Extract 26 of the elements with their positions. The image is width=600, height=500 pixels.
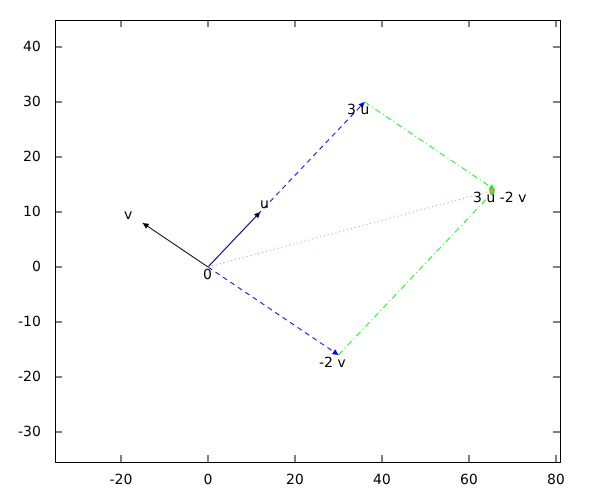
vector-arrow [142, 222, 208, 268]
vector-label: u [260, 196, 269, 213]
vector-label: v [124, 207, 142, 224]
axis-tick-label: -30 [18, 424, 41, 441]
axis-tick-label: 40 [23, 39, 41, 56]
axis-tick-label: 30 [23, 94, 41, 111]
vector-label: -2 v [319, 355, 346, 372]
vector-arrow [338, 190, 496, 356]
axis-tick-label: 20 [23, 149, 41, 166]
vector-arrow [208, 188, 496, 268]
axis-tick-label: 80 [547, 472, 565, 489]
vector-arrow [208, 102, 366, 268]
vector-arrow [364, 102, 496, 190]
axis-tick-label: 10 [23, 204, 41, 221]
axis-tick-label: 0 [204, 472, 212, 489]
vector-arrow [208, 266, 339, 356]
axis-tick-label: 60 [460, 472, 478, 489]
vector-label: 3 u -2 v [473, 190, 526, 207]
axis-tick-label: -20 [18, 369, 41, 386]
vector-label: 0 [203, 267, 212, 284]
axis-tick-label: -10 [18, 314, 41, 331]
axis-tick-label: 0 [32, 259, 41, 276]
axis-tick-label: -20 [110, 472, 132, 489]
axis-tick-label: 20 [286, 472, 304, 489]
vector-label: 3 u [347, 102, 370, 119]
axis-tick-label: 40 [373, 472, 391, 489]
